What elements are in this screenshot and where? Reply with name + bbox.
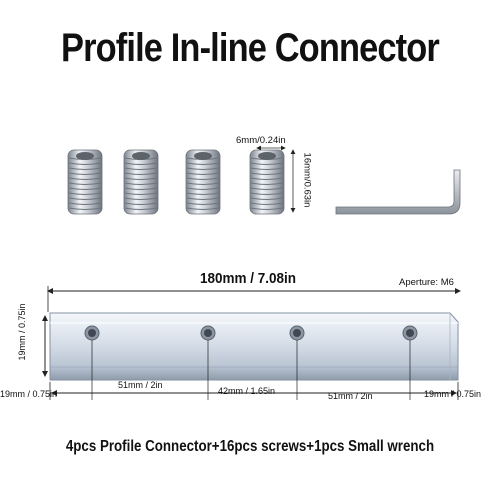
segment-label-1: 19mm / 0.75in [0,389,58,399]
set-screw-icon [67,149,103,215]
length-label: 180mm / 7.08in [200,270,297,287]
package-contents-caption: 4pcs Profile Connector+16pcs screws+1pcs… [65,438,435,455]
screw-width-label: 6mm/0.24in [236,135,286,146]
connector-bar-icon [49,312,459,381]
set-screw-icon [123,149,159,215]
height-label-left: 19mm / 0.75in [17,303,27,361]
segment-dimension-lines [49,340,459,400]
hex-wrench-icon [335,169,461,215]
page-title: Profile In-line Connector [61,26,440,70]
screw-dimension-lines [256,145,296,213]
set-screw-icon [185,149,221,215]
segment-label-3: 42mm / 1.65in [218,386,276,396]
screw-length-label: 16mm/0.63in [301,152,313,208]
set-screw-icon [249,149,285,215]
aperture-label: Aperture: M6 [399,277,454,288]
segment-label-4: 51mm / 2in [328,391,373,401]
segment-label-2: 51mm / 2in [118,380,163,390]
segment-label-5: 19mm / 0.75in [424,389,482,399]
